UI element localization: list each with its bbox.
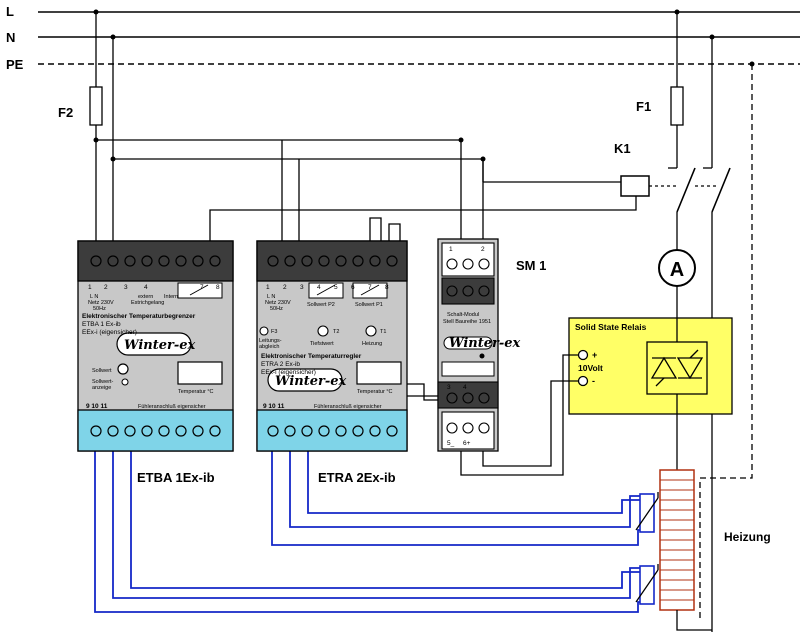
svg-text:4: 4 — [144, 284, 148, 291]
etra-top-terminal-strip — [256, 240, 408, 282]
contactor-k1 — [620, 160, 731, 213]
etba-logo: Winter-ex — [124, 338, 196, 353]
ssr-minus-terminal — [577, 375, 589, 387]
sm1-module — [437, 238, 499, 452]
sensor-1 — [635, 492, 659, 533]
supply-lines — [38, 11, 800, 65]
etra-sollwert-p1: Sollwert P1 — [355, 302, 383, 308]
etra-exi: EEx-i (eigensicher) — [261, 369, 316, 376]
etba-caption: ETBA 1Ex-ib — [137, 470, 215, 485]
line-l-label: L — [6, 4, 14, 19]
fuse-f1-label: F1 — [636, 99, 651, 114]
etra-module — [256, 240, 408, 452]
etra-sensor-text: Fühleranschluß eigensicher — [314, 404, 382, 410]
etra-sensor-terminal-strip — [256, 409, 408, 452]
etba-top-terminal-labels: 1 2 3 4 7 8 — [88, 284, 220, 291]
etba-sollwert: Sollwert — [92, 368, 112, 374]
etba-sensor-text: Fühleranschluß eigensicher — [138, 404, 206, 410]
etba-sollwert-anzeige: Sollwert-anzeige — [92, 379, 114, 391]
etra-bottom-terminal-labels: 9 10 11 — [263, 403, 285, 410]
fuse-f2-label: F2 — [58, 105, 73, 120]
sm1-terminal-3: 3 — [447, 384, 451, 391]
sm1-terminal-5: 5_ — [447, 440, 455, 447]
etra-f3: F3 — [271, 329, 277, 335]
svg-text:2: 2 — [283, 284, 287, 291]
contactor-k1-label: K1 — [614, 141, 631, 156]
heater-element — [659, 469, 695, 611]
etba-temp-label: Temperatur °C — [178, 389, 214, 395]
etra-leitungs: Leitungs-abgleich — [259, 338, 282, 350]
ssr-thyristor-symbol — [646, 318, 708, 470]
etba-top-screws — [90, 255, 221, 267]
ssr-title: Solid State Relais — [575, 322, 647, 332]
etra-bottom-screws — [267, 425, 398, 437]
ammeter-symbol: A — [670, 259, 684, 281]
etba-title: Elektronischer Temperaturbegrenzer — [82, 313, 196, 320]
etra-sollwert-p2: Sollwert P2 — [307, 302, 335, 308]
svg-text:2: 2 — [104, 284, 108, 291]
etra-title: Elektronischer Temperaturregler — [261, 353, 362, 360]
fuse-f2 — [89, 86, 103, 126]
sm1-terminal-2: 2 — [481, 246, 485, 253]
etra-display — [356, 361, 402, 385]
sm1-terminal-6: 6+ — [463, 440, 471, 447]
ammeter: A — [658, 249, 696, 287]
etra-t1: T1 — [380, 329, 386, 335]
svg-text:4: 4 — [317, 284, 321, 291]
etra-top-screws — [267, 255, 398, 267]
etra-heizung-small: Heizung — [362, 341, 382, 347]
etra-tiefstwert: Tiefstwert — [310, 341, 334, 347]
etba-exi: EEx-i (eigensicher) — [82, 329, 137, 336]
etra-logo-badge — [267, 368, 343, 392]
ssr-plus-label: + — [592, 350, 597, 360]
line-pe-label: PE — [6, 57, 24, 72]
k1-coil — [620, 175, 650, 197]
sm1-terminal-4: 4 — [463, 384, 467, 391]
etba-bottom-terminal-labels: 9 10 11 — [86, 403, 108, 410]
svg-text:7: 7 — [368, 284, 372, 291]
svg-text:1: 1 — [88, 284, 92, 291]
junction-dots — [93, 9, 755, 162]
etba-model: ETBA 1 Ex-ib — [82, 321, 121, 328]
etra-t2: T2 — [333, 329, 339, 335]
ssr-plus-terminal — [577, 349, 589, 361]
ssr-box — [568, 317, 733, 415]
sm1-caption: SM 1 — [516, 258, 546, 273]
heater-label: Heizung — [724, 530, 771, 544]
etba-intern-label: Intern — [164, 294, 178, 300]
sm1-logo: Winter-ex — [449, 336, 521, 351]
svg-text:7: 7 — [200, 284, 204, 291]
svg-text:6: 6 — [351, 284, 355, 291]
etra-top-terminal-labels: 1 2 3 4 5 6 7 8 — [266, 284, 389, 291]
fuse-f1 — [670, 86, 684, 126]
etba-bottom-screws — [90, 425, 221, 437]
etba-logo-badge — [116, 332, 192, 356]
sensor-2 — [635, 564, 659, 605]
ssr-voltage-label: 10Volt — [578, 363, 603, 373]
svg-text:8: 8 — [385, 284, 389, 291]
etba-sensor-terminal-strip — [77, 409, 234, 452]
line-n-label: N — [6, 30, 15, 45]
etba-top-terminal-strip — [77, 240, 234, 282]
sm1-terminal-1: 1 — [449, 246, 453, 253]
etba-setpoint-knob — [117, 363, 129, 375]
etba-display — [177, 361, 223, 385]
etra-logo: Winter-ex — [275, 374, 347, 389]
svg-text:3: 3 — [124, 284, 128, 291]
etra-caption: ETRA 2Ex-ib — [318, 470, 396, 485]
sm1-title: Schalt-Modul — [447, 312, 479, 318]
etba-module — [77, 240, 234, 452]
svg-text:3: 3 — [300, 284, 304, 291]
ssr-minus-label: - — [592, 376, 595, 386]
svg-text:8: 8 — [216, 284, 220, 291]
svg-text:1: 1 — [266, 284, 270, 291]
svg-text:5: 5 — [334, 284, 338, 291]
sm1-subtitle: Stell Baureihe 1951 — [443, 319, 491, 325]
etra-model: ETRA 2 Ex-ib — [261, 361, 300, 368]
etra-temp-label: Temperatur °C — [357, 389, 393, 395]
